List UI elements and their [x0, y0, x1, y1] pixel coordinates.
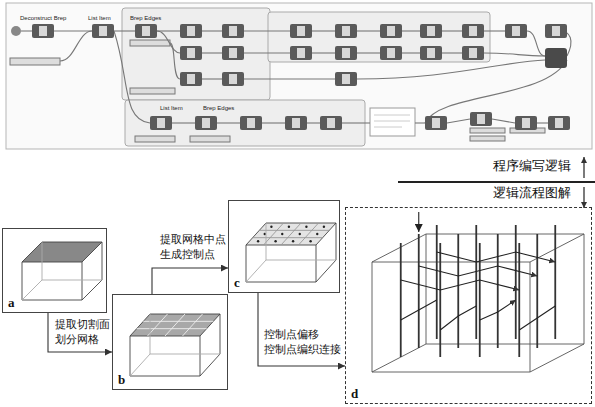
control-points — [246, 223, 336, 282]
program-screenshot — [6, 3, 592, 149]
step-label: 控制点偏移 控制点编织连接 — [264, 328, 341, 358]
section-heading: 逻辑流程图解 — [493, 187, 571, 200]
flow-arrow — [258, 293, 345, 366]
component-name: List Item — [88, 15, 111, 21]
component-name: Brep Edges — [130, 15, 161, 21]
panel-letter: b — [118, 373, 125, 386]
panel-letter: c — [234, 276, 240, 289]
panel-letter: a — [8, 296, 15, 309]
step-label: 提取切割面 划分网格 — [55, 318, 110, 348]
box-solid — [22, 242, 102, 300]
woven-structure — [372, 212, 584, 372]
flow-arrow — [48, 313, 112, 352]
panel-frame: b — [112, 294, 228, 390]
section-heading: 程序编写逻辑 — [493, 160, 571, 173]
section-divider — [398, 157, 595, 208]
panel-frame: c — [228, 200, 340, 293]
grid-surface — [130, 314, 220, 376]
component-name: Deconstruct Brep — [20, 15, 66, 21]
component-name: List Item — [160, 105, 183, 111]
panel-frame: a — [2, 228, 107, 313]
panel-frame: d — [345, 207, 592, 404]
flow-arrow — [152, 268, 228, 294]
component-name: Brep Edges — [203, 105, 234, 111]
step-label: 提取网格中点 生成控制点 — [160, 233, 226, 263]
panel-letter: d — [351, 387, 358, 400]
